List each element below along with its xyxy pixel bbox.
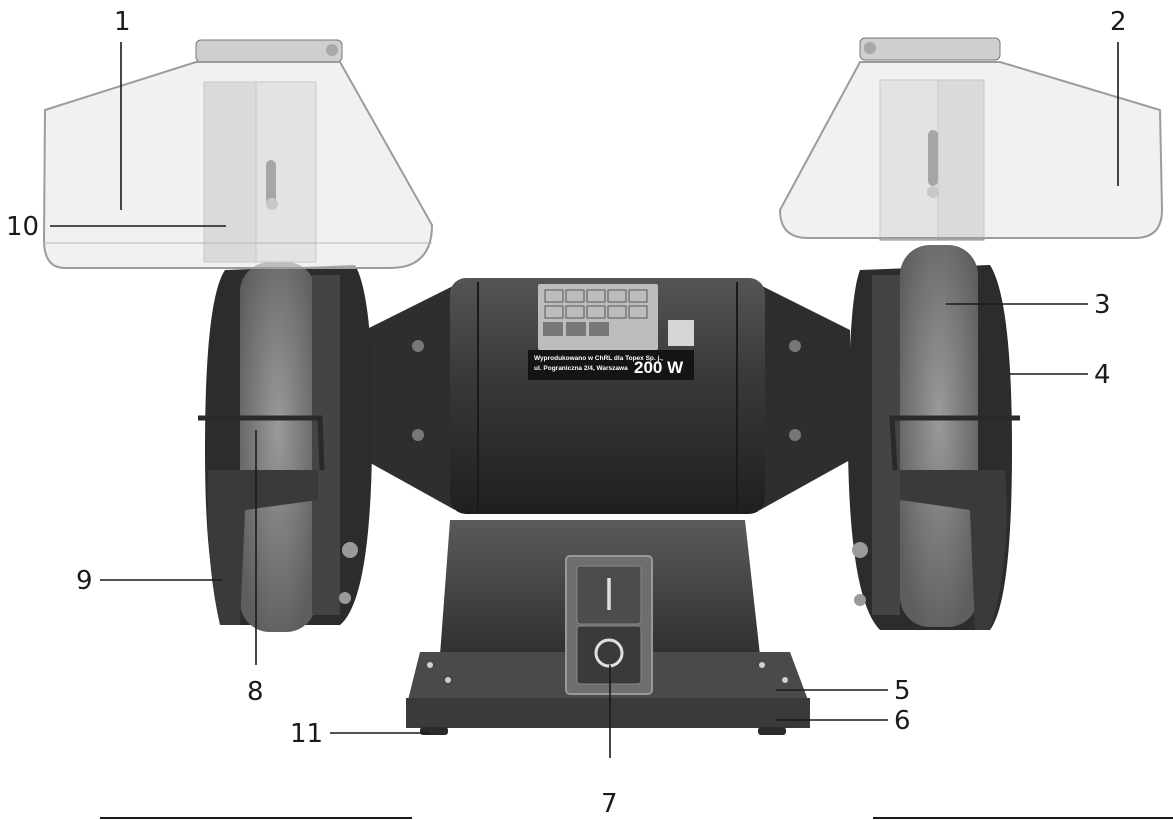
callout-6: 6 xyxy=(894,706,911,736)
left-grinding-wheel xyxy=(240,262,316,632)
nameplate-maker-line-1: Wyprodukowano w ChRL dla Topex Sp. j., xyxy=(534,355,663,362)
callout-7: 7 xyxy=(601,789,618,819)
right-grinding-wheel xyxy=(900,245,978,627)
nameplate-power: 200 W xyxy=(634,358,684,377)
switch-off-icon xyxy=(594,638,624,668)
left-wheel-assembly xyxy=(42,39,434,632)
right-eye-shield xyxy=(778,61,1164,239)
callout-10: 10 xyxy=(6,212,39,242)
left-tool-rest xyxy=(198,415,325,471)
callout-8: 8 xyxy=(247,677,264,707)
callout-2: 2 xyxy=(1110,7,1127,37)
callout-5: 5 xyxy=(894,676,911,706)
callout-1: 1 xyxy=(114,7,131,37)
right-tool-rest xyxy=(889,415,1020,471)
right-wheel-assembly xyxy=(778,37,1164,630)
callout-9: 9 xyxy=(76,566,93,596)
callout-numbers: 1 2 3 4 5 6 7 8 9 10 11 xyxy=(6,7,1127,819)
power-switch xyxy=(565,555,653,695)
callout-3: 3 xyxy=(1094,290,1111,320)
callout-11: 11 xyxy=(290,719,323,749)
left-eye-shield xyxy=(42,61,434,269)
nameplate-maker-line-2: ul. Pograniczna 2/4, Warszawa xyxy=(534,365,628,372)
callout-4: 4 xyxy=(1094,360,1111,390)
leader-lines xyxy=(50,42,1173,819)
nameplate: Wyprodukowano w ChRL dla Topex Sp. j., u… xyxy=(528,284,694,380)
